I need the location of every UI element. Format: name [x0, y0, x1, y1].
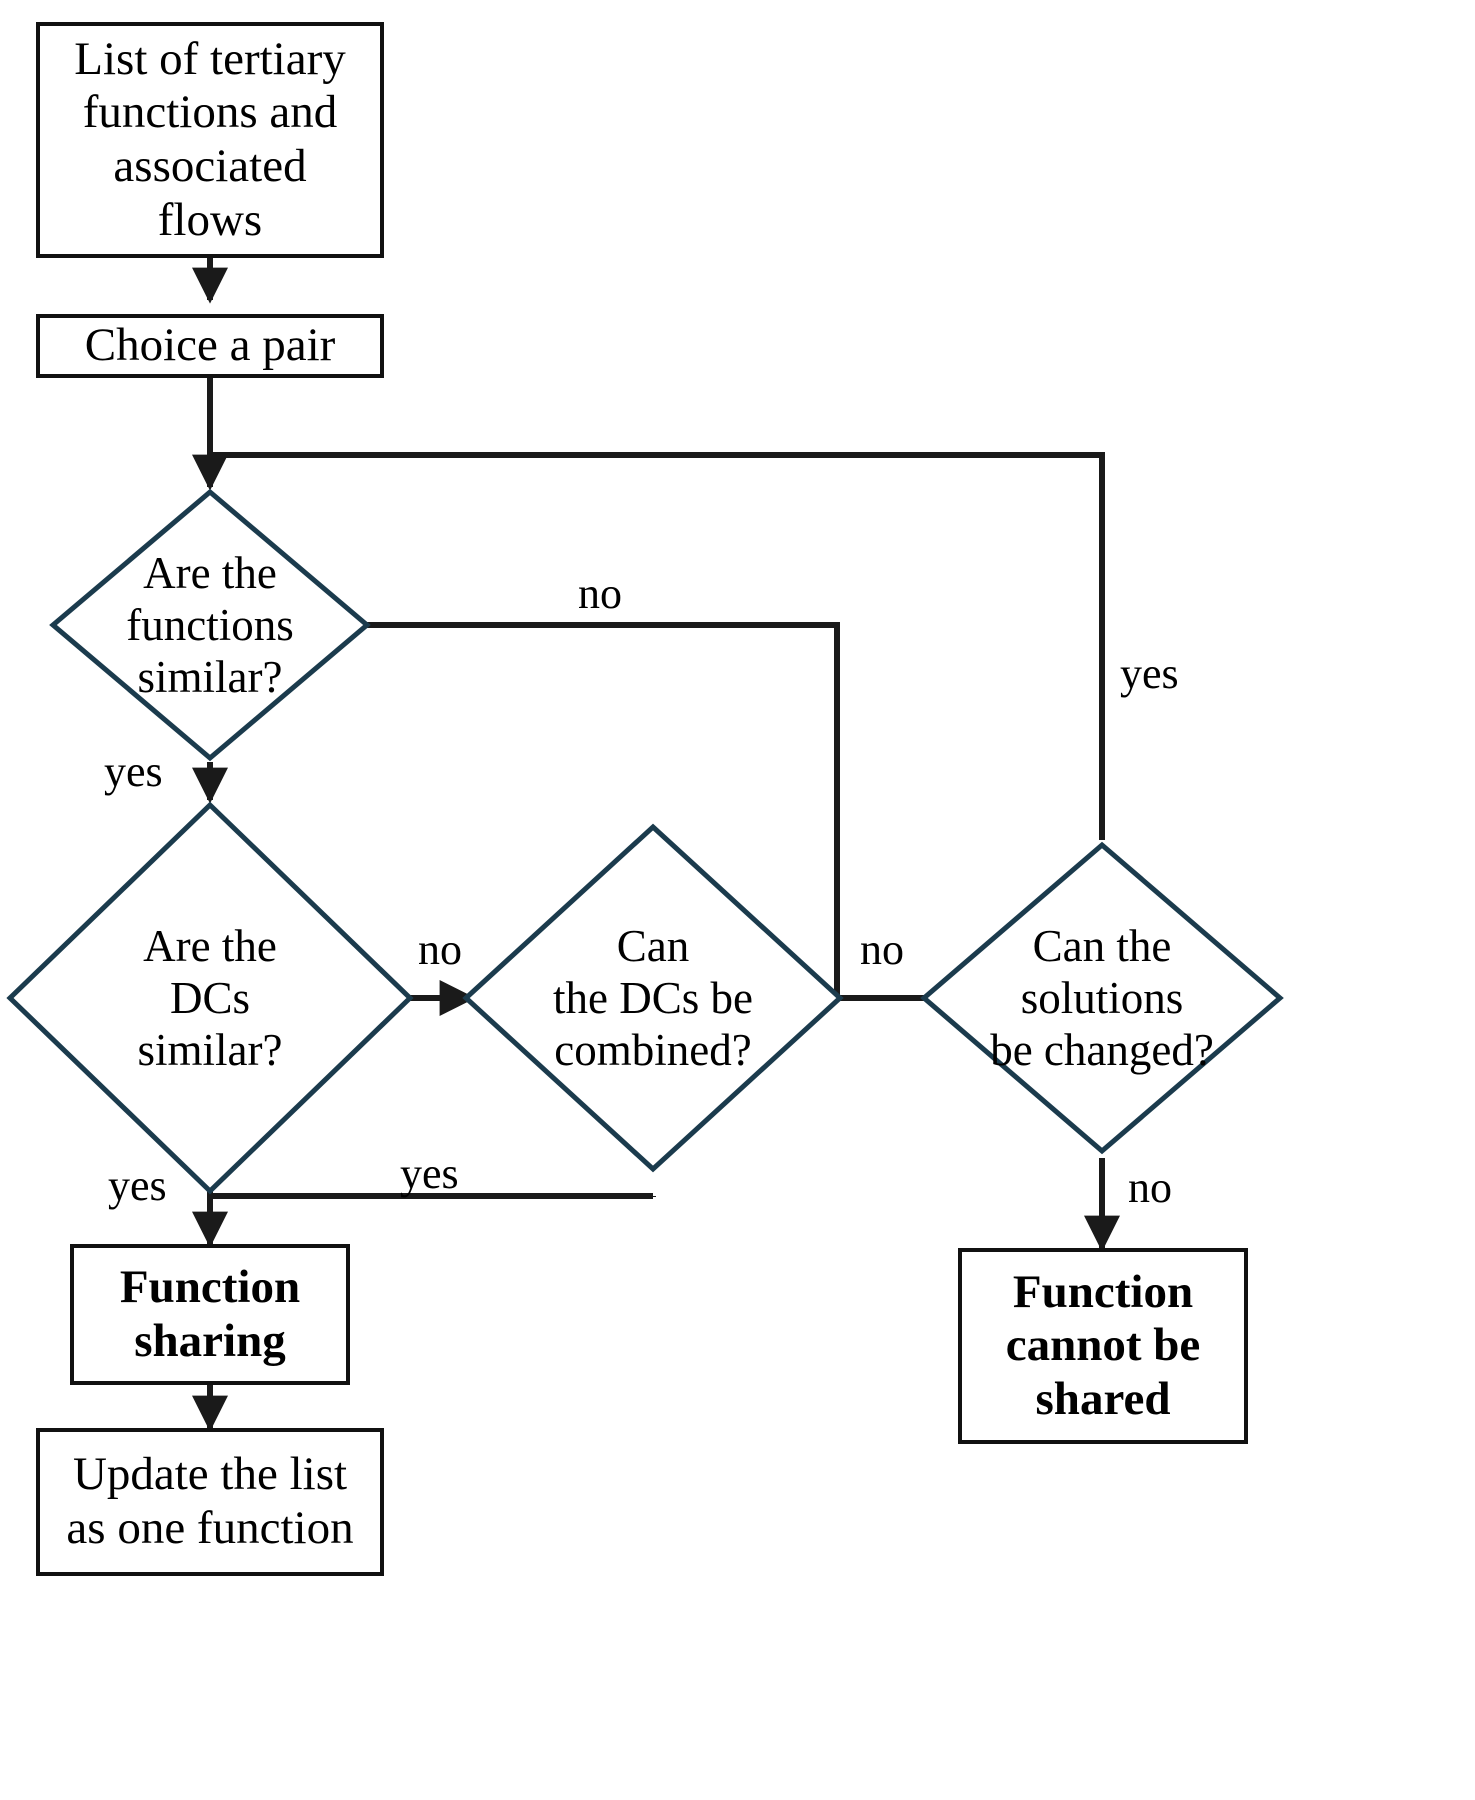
node-can-the-solutions-be-changed[interactable]: Can the solutions be changed?: [924, 845, 1280, 1151]
node-are-the-dcs-similar[interactable]: Are the DCs similar?: [10, 805, 410, 1191]
node-function-sharing[interactable]: Function sharing: [70, 1244, 350, 1385]
edge-label-d4-no: no: [1128, 1163, 1172, 1212]
node-can-the-dcs-be-combined[interactable]: Can the DCs be combined?: [466, 827, 840, 1169]
node-are-the-functions-similar[interactable]: Are the functions similar?: [53, 492, 367, 758]
diamond-dcs-combined: [462, 823, 844, 1173]
node-update-the-list[interactable]: Update the list as one function: [36, 1428, 384, 1576]
diamond-solutions-changed: [920, 841, 1284, 1155]
node-are-the-dcs-similar-label: Are the DCs similar?: [137, 920, 283, 1076]
node-choice-a-pair[interactable]: Choice a pair: [36, 314, 384, 378]
node-can-the-dcs-be-combined-label: Can the DCs be combined?: [553, 920, 753, 1076]
node-function-cannot-be-shared[interactable]: Function cannot be shared: [958, 1248, 1248, 1444]
edge-label-loopback-yes: yes: [1120, 649, 1179, 698]
edge-label-d2-yes: yes: [108, 1161, 167, 1210]
edge-label-d2-no: no: [418, 925, 462, 974]
edge-d1-no: [365, 622, 840, 998]
edge-label-d1-yes: yes: [104, 747, 163, 796]
edge-loopback-rail: [210, 452, 1105, 840]
diamond-dcs-similar: [6, 801, 414, 1195]
node-start[interactable]: List of tertiary functions and associate…: [36, 22, 384, 258]
edge-label-d1-no: no: [578, 569, 622, 618]
node-function-sharing-label: Function sharing: [119, 1260, 301, 1367]
node-function-cannot-be-shared-label: Function cannot be shared: [1005, 1265, 1201, 1425]
node-update-the-list-label: Update the list as one function: [66, 1448, 354, 1554]
edge-label-d3-no: no: [860, 925, 904, 974]
diamond-functions-similar: [49, 488, 371, 762]
node-choice-a-pair-label: Choice a pair: [84, 319, 336, 372]
node-are-the-functions-similar-label: Are the functions similar?: [126, 547, 294, 703]
edge-label-d3-yes: yes: [400, 1149, 459, 1198]
node-can-the-solutions-be-changed-label: Can the solutions be changed?: [990, 920, 1214, 1076]
node-start-label: List of tertiary functions and associate…: [74, 32, 346, 246]
